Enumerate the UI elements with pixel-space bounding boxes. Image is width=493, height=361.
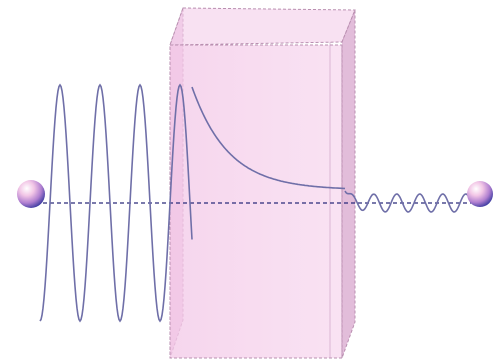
incident-wave xyxy=(39,83,193,323)
transmitted-wave xyxy=(344,190,471,213)
barrier-front-face xyxy=(169,44,343,359)
evanescent-decay-curve xyxy=(191,86,346,190)
incident-particle-sphere-icon xyxy=(17,180,45,208)
barrier-right-face xyxy=(341,9,356,359)
transmitted-particle-sphere-icon xyxy=(467,181,493,207)
potential-barrier xyxy=(169,7,356,359)
barrier-top-face xyxy=(169,7,356,46)
